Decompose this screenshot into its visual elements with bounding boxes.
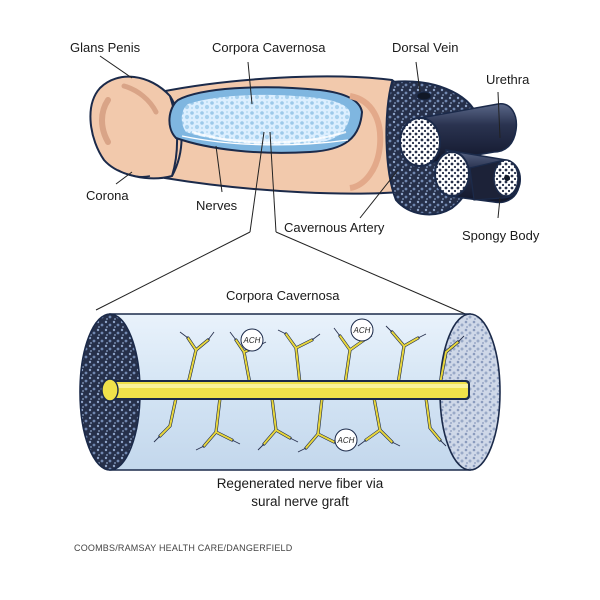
label-nerves: Nerves — [196, 198, 238, 213]
label-corpora-cavernosa-detail: Corpora Cavernosa — [226, 288, 340, 303]
caption-line-2: sural nerve graft — [251, 494, 349, 509]
caption-line-1: Regenerated nerve fiber via — [217, 476, 384, 491]
label-spongy-body: Spongy Body — [462, 228, 540, 243]
urethra-lumen — [504, 175, 510, 181]
detail-cylinder: ACH ACH ACH — [79, 313, 501, 471]
top-leader-lines — [99, 55, 501, 219]
corpus-end-lower — [434, 151, 470, 197]
corpus-tube-upper — [419, 103, 518, 165]
label-corona: Corona — [86, 188, 129, 203]
label-urethra: Urethra — [486, 72, 530, 87]
ach-marker-3: ACH — [337, 436, 355, 445]
dorsal-vein — [416, 91, 432, 101]
nerve-strand — [181, 135, 349, 146]
label-glans-penis: Glans Penis — [70, 40, 141, 55]
label-corpora-cavernosa-top: Corpora Cavernosa — [212, 40, 326, 55]
ach-marker-2-circle — [350, 318, 374, 342]
label-cavernous-artery: Cavernous Artery — [284, 220, 385, 235]
penis-cross-section-illustration — [89, 75, 521, 216]
image-credit: COOMBS/RAMSAY HEALTH CARE/DANGERFIELD — [74, 543, 293, 553]
corpus-end-upper — [399, 117, 441, 167]
ach-marker-1-circle — [240, 328, 264, 352]
ach-marker-2: ACH — [353, 326, 371, 335]
glans-head — [89, 75, 183, 180]
label-dorsal-vein: Dorsal Vein — [392, 40, 458, 55]
fiber-end-left — [101, 378, 119, 402]
ach-marker-3-circle — [334, 428, 358, 452]
zoom-funnel — [95, 131, 471, 317]
ach-marker-1: ACH — [243, 336, 261, 345]
